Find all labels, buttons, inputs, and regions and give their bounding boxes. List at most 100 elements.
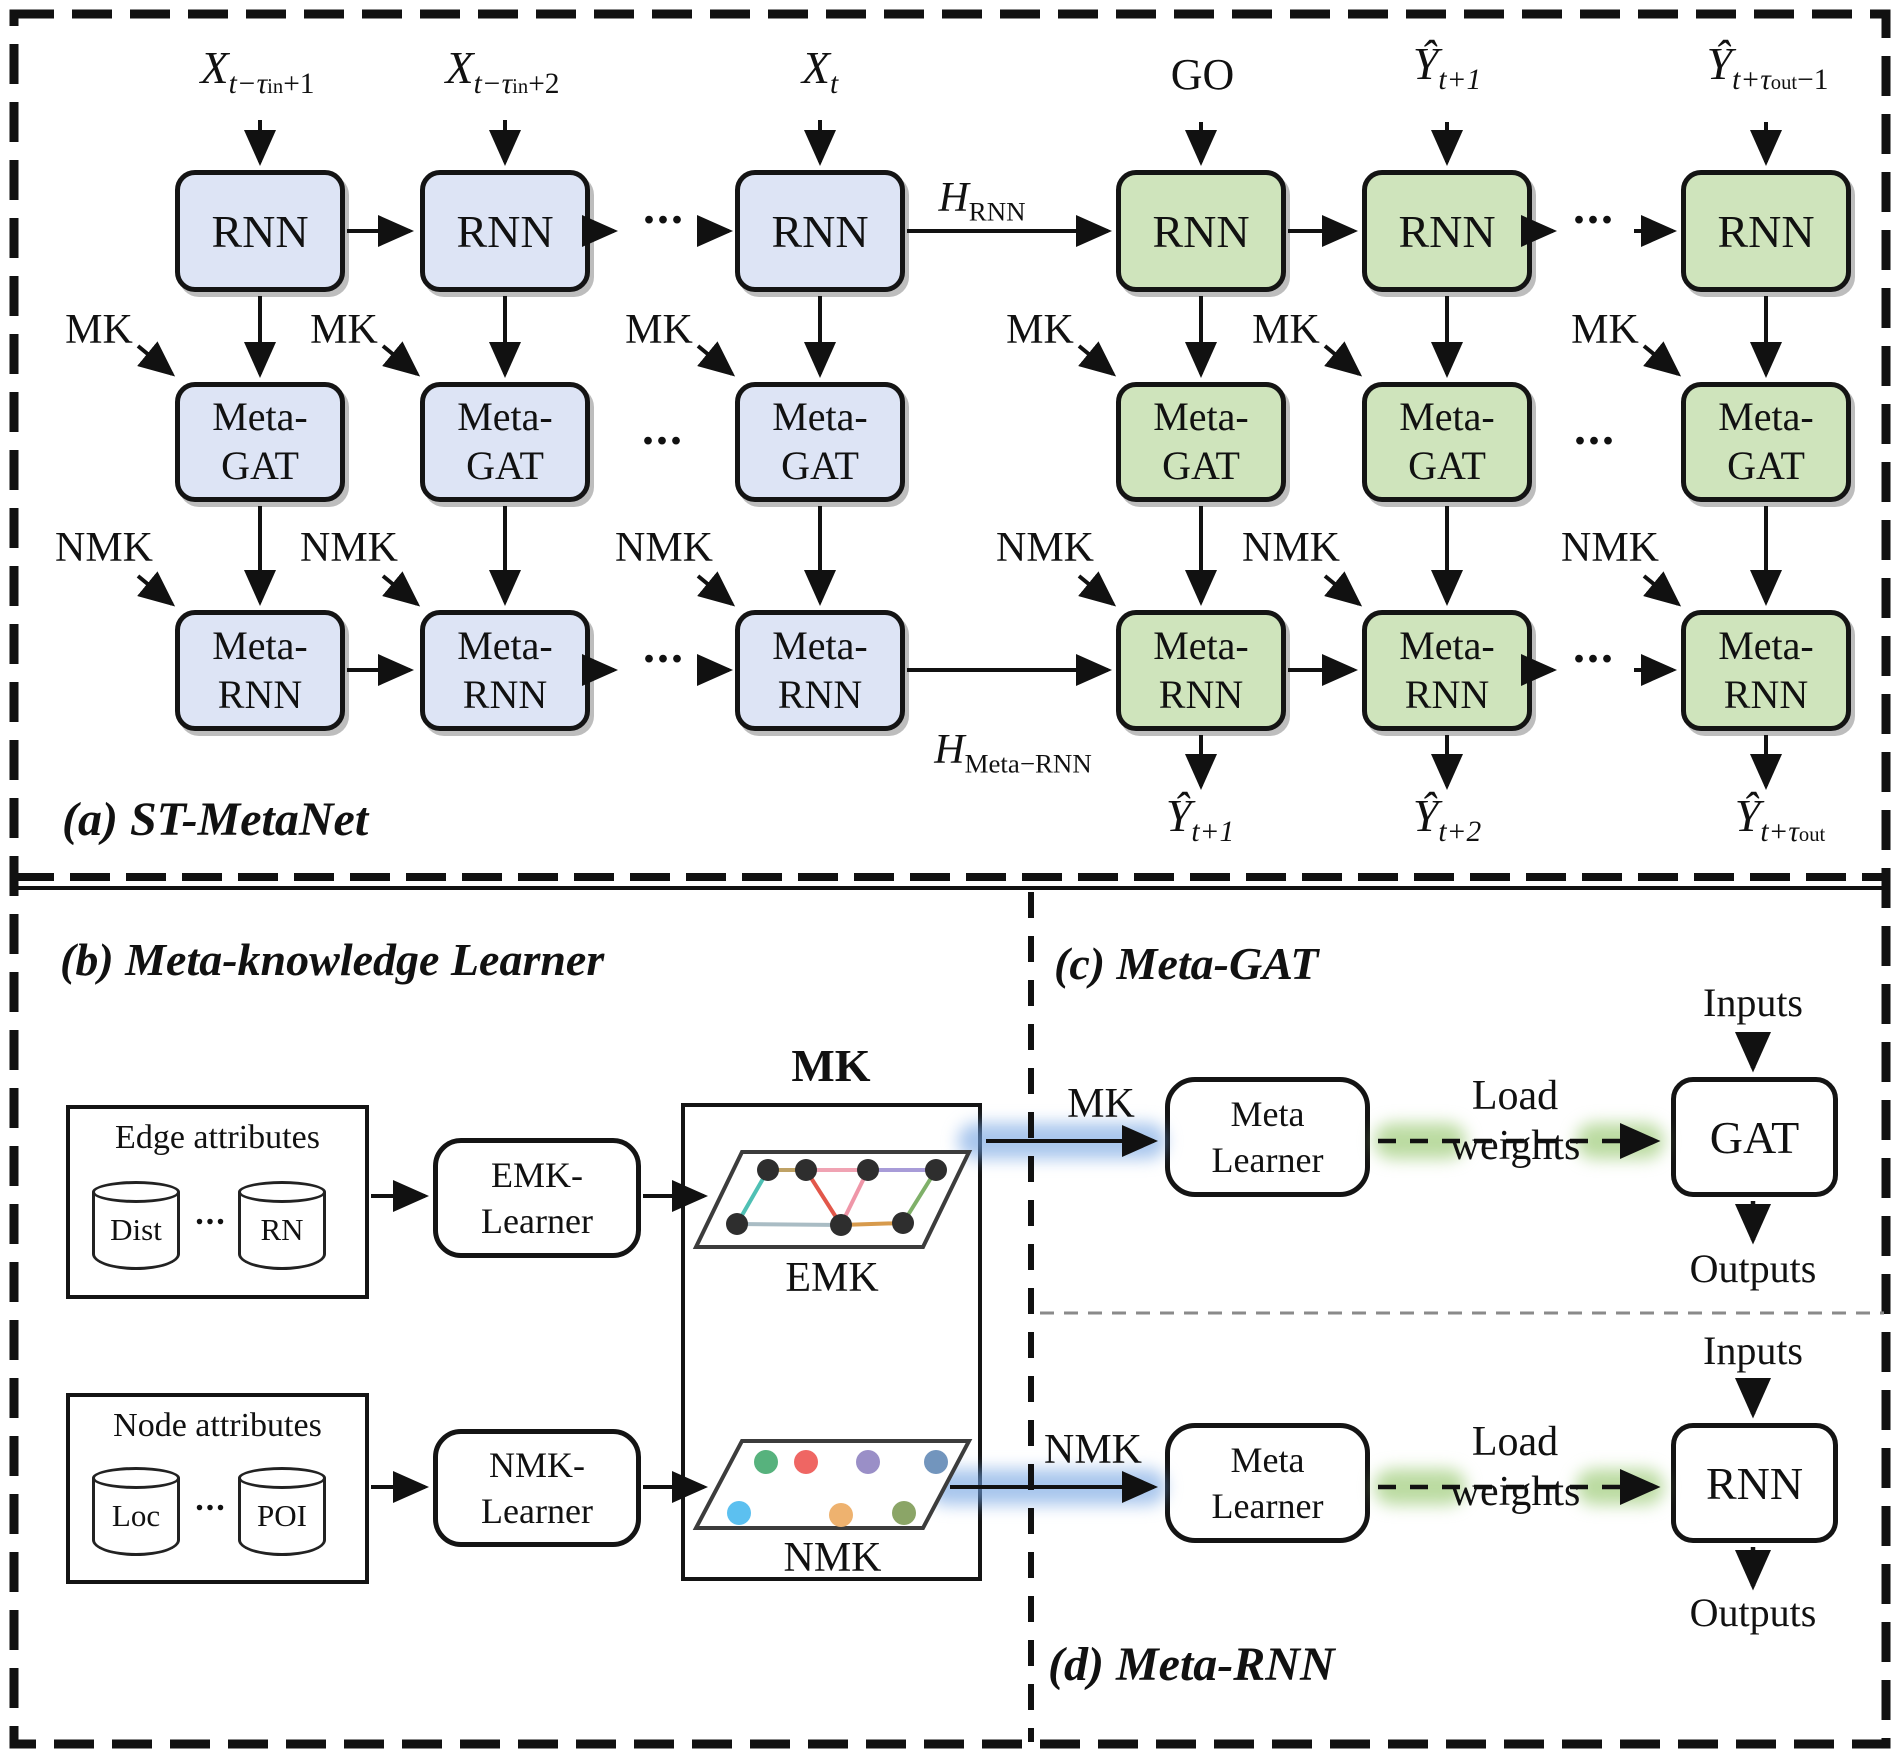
panel-d-title: (d) Meta-RNN [1048, 1638, 1335, 1691]
nmk-arrow-label: NMK [1043, 1427, 1142, 1473]
nmk-label: NMK [1560, 525, 1659, 571]
input-label-go: GO [1170, 50, 1235, 99]
nmk-label: NMK [614, 525, 713, 571]
encoder-meta-rnn-box-1: Meta-RNN [175, 610, 345, 731]
nmk-label: NMK [1241, 525, 1340, 571]
h-meta-rnn-label: HMeta−RNN [934, 727, 1092, 779]
decoder-meta-rnn-box-1: Meta-RNN [1116, 610, 1286, 731]
load-weights-label: weights [1449, 1469, 1581, 1515]
poi-database-cylinder-icon: POI [238, 1467, 326, 1556]
load-weights-label: Load [1471, 1073, 1559, 1119]
box-label: Meta- [1718, 394, 1814, 440]
box-label: Meta- [772, 622, 868, 668]
decoder-rnn-box-2: RNN [1362, 170, 1532, 292]
encoder-meta-gat-box-2: Meta-GAT [420, 382, 590, 502]
decoder-meta-gat-box-3: Meta-GAT [1681, 382, 1851, 502]
decoder-meta-rnn-box-3: Meta-RNN [1681, 610, 1851, 731]
box-label: RNN [1152, 205, 1250, 257]
dist-database-cylinder-icon: Dist [92, 1181, 180, 1270]
mk-label: MK [65, 307, 133, 353]
emk-caption: EMK [785, 1255, 879, 1301]
box-label: RNN [1404, 671, 1490, 717]
box-label: GAT [466, 443, 544, 488]
input-label-yhat-t1: Ŷt+1 [1412, 38, 1482, 97]
edge-attributes-title: Edge attributes [115, 1119, 320, 1156]
node-attributes-title: Node attributes [113, 1407, 322, 1444]
encoder-rnn-box-1: RNN [175, 170, 345, 292]
box-label: Meta- [457, 394, 553, 440]
input-label-x1: Xt−τin+1 [200, 42, 315, 101]
input-label-xt: Xt [801, 42, 839, 101]
box-label: Meta- [1399, 622, 1495, 668]
box-label: RNN [1723, 671, 1809, 717]
nmk-label: NMK [54, 525, 153, 571]
ellipsis: ... [1573, 620, 1615, 673]
box-label: Meta [1230, 1093, 1305, 1134]
nmk-learner-box: NMK- Learner [433, 1429, 641, 1547]
cylinder-label: POI [257, 1498, 307, 1533]
panel-c-title: (c) Meta-GAT [1054, 938, 1319, 989]
encoder-meta-rnn-box-2: Meta-RNN [420, 610, 590, 731]
box-label: Meta- [212, 622, 308, 668]
box-label: RNN [1717, 205, 1815, 257]
emk-learner-box: EMK- Learner [433, 1138, 641, 1258]
encoder-meta-gat-box-1: Meta-GAT [175, 382, 345, 502]
box-label: Meta [1230, 1439, 1305, 1480]
decoder-meta-gat-box-2: Meta-GAT [1362, 382, 1532, 502]
ellipsis: ... [642, 402, 684, 455]
input-label-yhat-tout: Ŷt+τout−1 [1706, 38, 1829, 97]
gat-box: GAT [1671, 1077, 1838, 1197]
box-label: RNN [1705, 1457, 1804, 1509]
box-label: Learner [1211, 1486, 1324, 1526]
outputs-label-c: Outputs [1689, 1246, 1817, 1291]
mk-label: MK [1252, 307, 1320, 353]
panel-a-title: (a) ST-MetaNet [62, 793, 369, 846]
box-label: RNN [211, 205, 309, 257]
box-label: RNN [217, 671, 303, 717]
box-label: Learner [481, 1201, 593, 1241]
box-label: GAT [1408, 443, 1486, 488]
box-label: Meta- [212, 394, 308, 440]
nmk-caption: NMK [783, 1535, 882, 1581]
output-label-yhat-t1: Ŷt+1 [1165, 790, 1235, 849]
box-label: RNN [1158, 671, 1244, 717]
mk-label: MK [625, 307, 693, 353]
decoder-meta-rnn-box-2: Meta-RNN [1362, 610, 1532, 731]
ellipsis: ... [1574, 402, 1616, 455]
nmk-label: NMK [299, 525, 398, 571]
inputs-label-d: Inputs [1703, 1328, 1803, 1373]
box-label: Meta- [1153, 622, 1249, 668]
box-label: GAT [1709, 1111, 1800, 1163]
h-rnn-label: HRNN [938, 175, 1026, 227]
ellipsis: ... [1573, 181, 1615, 234]
box-label: EMK- [491, 1154, 583, 1195]
ellipsis: ... [643, 620, 685, 673]
outputs-label-d: Outputs [1689, 1590, 1817, 1635]
box-label: GAT [221, 443, 299, 488]
encoder-meta-gat-box-3: Meta-GAT [735, 382, 905, 502]
box-label: Meta- [1399, 394, 1495, 440]
mk-glow-highlight [958, 1123, 1166, 1159]
box-label: RNN [456, 205, 554, 257]
mk-arrow-label: MK [1067, 1081, 1135, 1127]
box-label: GAT [781, 443, 859, 488]
decoder-rnn-box-3: RNN [1681, 170, 1851, 292]
cylinder-label: Loc [111, 1498, 161, 1533]
output-label-yhat-tout: Ŷt+τout [1734, 790, 1826, 849]
encoder-rnn-box-2: RNN [420, 170, 590, 292]
encoder-meta-rnn-box-3: Meta-RNN [735, 610, 905, 731]
box-label: Meta- [1718, 622, 1814, 668]
mk-box-title: MK [791, 1040, 871, 1091]
box-label: GAT [1162, 443, 1240, 488]
ellipsis: ... [643, 181, 685, 234]
panel-b-title: (b) Meta-knowledge Learner [60, 934, 605, 985]
box-label: GAT [1727, 443, 1805, 488]
decoder-meta-gat-box-1: Meta-GAT [1116, 382, 1286, 502]
nmk-glow-highlight [928, 1469, 1166, 1505]
box-label: RNN [771, 205, 869, 257]
encoder-rnn-box-3: RNN [735, 170, 905, 292]
box-label: Meta- [772, 394, 868, 440]
mk-label: MK [1571, 307, 1639, 353]
ellipsis: ... [195, 1195, 227, 1232]
